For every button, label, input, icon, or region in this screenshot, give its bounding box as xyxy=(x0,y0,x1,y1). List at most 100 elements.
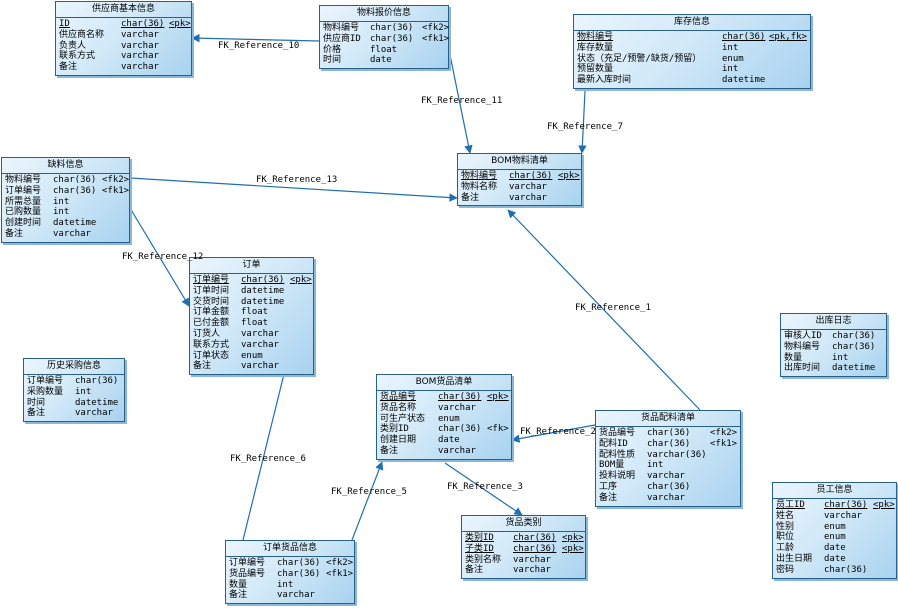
field-type: float xyxy=(241,318,269,329)
reference-line-fk-reference-11[interactable] xyxy=(449,54,473,154)
field-type: varchar xyxy=(513,565,551,576)
field-name: 所需总量 xyxy=(5,196,42,207)
reference-label: FK_Reference_2 xyxy=(520,427,596,437)
field-type: int xyxy=(647,460,664,471)
field-name: 价格 xyxy=(323,44,342,55)
field-key: <fk2> xyxy=(710,428,738,438)
field-name: 工序 xyxy=(599,481,618,492)
field-type: char(36) xyxy=(722,32,766,42)
field-name: 备注 xyxy=(380,445,399,456)
field-name: 已购数量 xyxy=(5,207,42,218)
field-type: varchar xyxy=(277,590,315,601)
field-row: 状态（充足/预警/缺货/预留）enum xyxy=(577,54,807,65)
field-name: 备注 xyxy=(599,492,618,503)
field-type: varchar xyxy=(121,29,159,40)
field-name: 货品编号 xyxy=(380,392,417,402)
field-name: 创建时间 xyxy=(5,218,42,229)
field-key: <fk2> xyxy=(102,175,130,185)
entity-title: 物料报价信息 xyxy=(320,6,448,22)
reference-line-fk-reference-12[interactable] xyxy=(129,207,190,307)
field-name: 货品编号 xyxy=(229,568,266,579)
field-type: float xyxy=(241,307,269,318)
field-type: float xyxy=(370,44,398,55)
reference-line-fk-reference-10[interactable] xyxy=(191,33,320,43)
reference-label: FK_Reference_3 xyxy=(447,482,523,492)
reference-line-fk-reference-1[interactable] xyxy=(507,209,701,411)
field-name: 类别ID xyxy=(380,424,409,435)
field-type: date xyxy=(438,435,460,446)
field-name: 状态（充足/预警/缺货/预留） xyxy=(577,53,702,64)
field-name: 联系方式 xyxy=(59,51,96,62)
field-type: varchar xyxy=(824,510,862,521)
field-name: 备注 xyxy=(465,565,484,576)
field-name: 员工ID xyxy=(776,500,805,510)
field-name: 出库时间 xyxy=(784,363,821,374)
reference-line-fk-reference-5[interactable] xyxy=(351,461,384,541)
field-name: 负责人 xyxy=(59,40,87,51)
reference-line-fk-reference-2[interactable] xyxy=(511,424,596,443)
field-type: char(36) xyxy=(824,564,868,575)
field-type: varchar xyxy=(241,328,279,339)
reference-line-fk-reference-7[interactable] xyxy=(578,90,587,154)
entity-title: 货品类别 xyxy=(462,516,585,532)
field-type: char(36) xyxy=(513,543,557,554)
field-name: 货品名称 xyxy=(380,402,417,413)
field-key: <pk> xyxy=(562,543,584,554)
field-name: 供应商ID xyxy=(323,33,361,44)
field-key: <pk> xyxy=(290,275,312,285)
field-type: int xyxy=(75,386,92,397)
reference-line-fk-reference-3[interactable] xyxy=(444,462,523,516)
field-type: varchar xyxy=(241,339,279,350)
field-type: enum xyxy=(824,532,846,543)
field-name: 工龄 xyxy=(776,543,795,554)
reference-line-fk-reference-13[interactable] xyxy=(129,177,458,202)
field-type: int xyxy=(832,352,849,363)
reference-line-fk-reference-6[interactable] xyxy=(242,365,289,541)
field-name: 联系方式 xyxy=(193,339,230,350)
field-type: char(36) xyxy=(647,481,691,492)
field-name: 物料名称 xyxy=(461,181,498,192)
field-type: date xyxy=(824,553,846,564)
field-name: 备注 xyxy=(461,192,480,203)
field-type: enum xyxy=(241,350,263,361)
field-type: char(36) xyxy=(75,376,119,386)
